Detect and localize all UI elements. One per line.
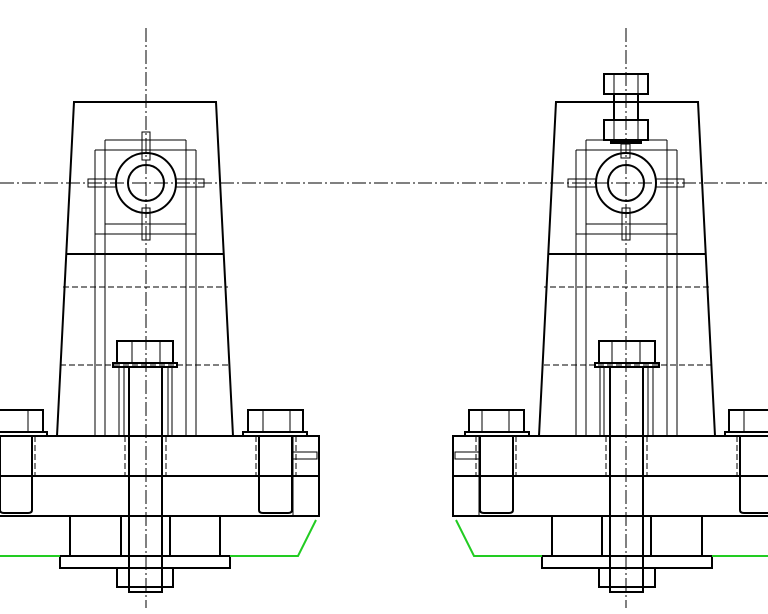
top-slot [141,131,151,161]
stud [620,143,631,159]
washer [610,140,642,144]
adjusting-bolt [603,73,649,159]
right-view [452,27,768,609]
bolt-head [603,73,649,95]
left-view [0,27,320,609]
